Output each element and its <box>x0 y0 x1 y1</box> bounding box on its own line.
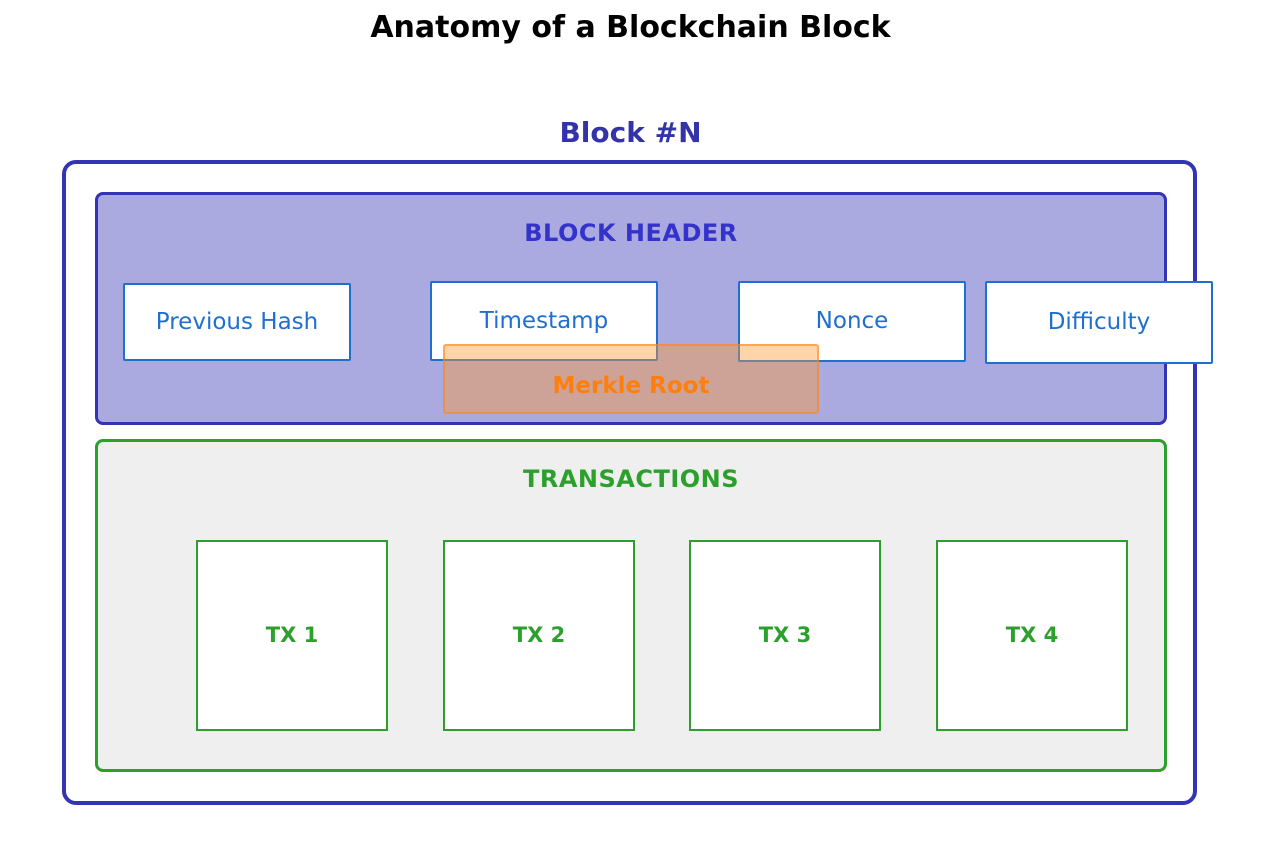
transaction-box[interactable]: TX 1 <box>196 540 388 731</box>
transaction-label: TX 2 <box>512 623 566 647</box>
transaction-label: TX 1 <box>265 623 319 647</box>
merkle-root-label: Merkle Root <box>552 373 710 399</box>
page-title: Anatomy of a Blockchain Block <box>370 10 891 45</box>
header-field-label: Timestamp <box>479 307 609 334</box>
merkle-root-overlay[interactable]: Merkle Root <box>443 344 819 414</box>
transaction-box[interactable]: TX 3 <box>689 540 881 731</box>
transaction-label: TX 4 <box>1005 623 1059 647</box>
header-field-label: Nonce <box>815 308 889 334</box>
header-field-difficulty[interactable]: Difficulty <box>985 281 1213 364</box>
transaction-box[interactable]: TX 2 <box>443 540 635 731</box>
header-field-timestamp[interactable]: Timestamp <box>430 281 658 361</box>
block-header-title: BLOCK HEADER <box>524 219 738 247</box>
transactions-title: TRANSACTIONS <box>522 465 740 493</box>
transaction-box[interactable]: TX 4 <box>936 540 1128 731</box>
header-field-previous-hash[interactable]: Previous Hash <box>123 283 351 361</box>
header-field-label: Difficulty <box>1047 309 1151 335</box>
transaction-label: TX 3 <box>758 623 812 647</box>
header-field-nonce[interactable]: Nonce <box>738 281 966 362</box>
header-field-label: Previous Hash <box>155 308 319 335</box>
block-number-label: Block #N <box>559 116 702 149</box>
